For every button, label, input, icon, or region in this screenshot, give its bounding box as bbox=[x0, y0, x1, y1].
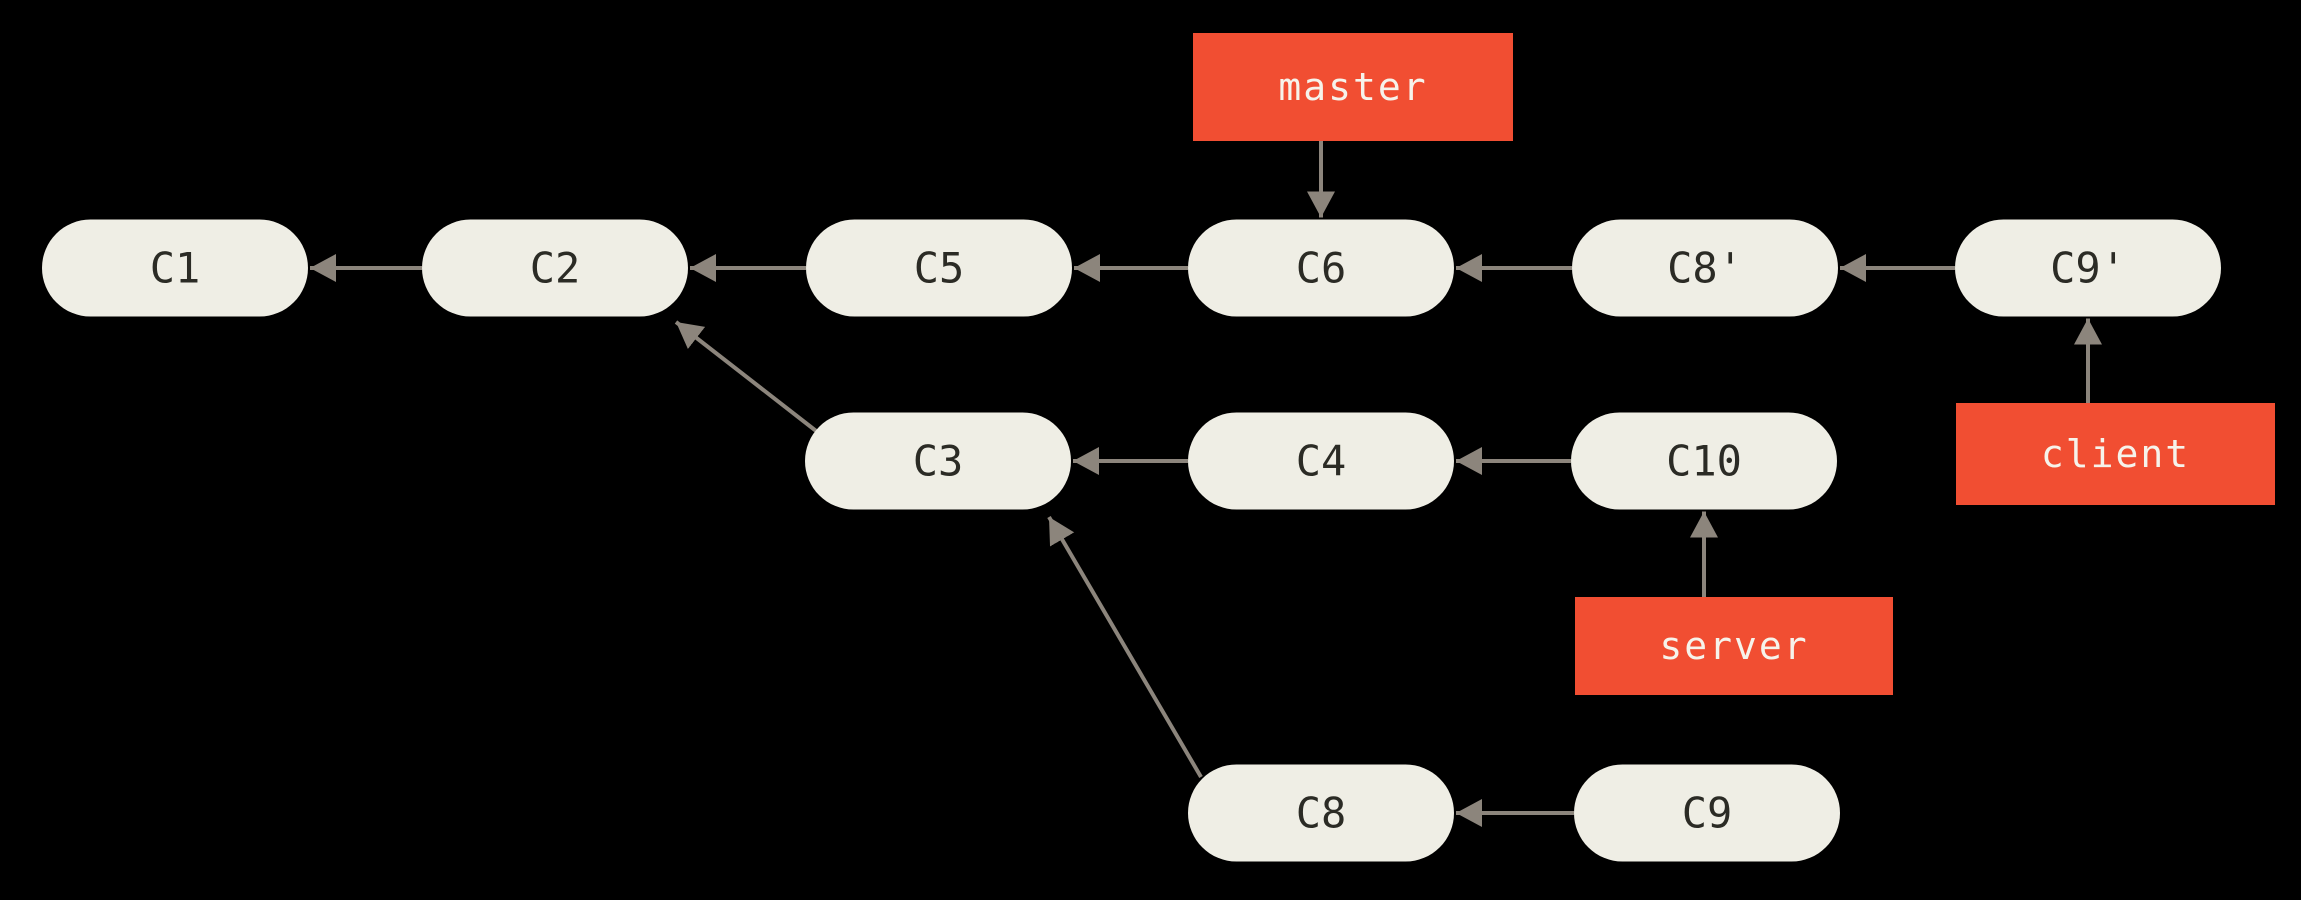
branch-label-client: client bbox=[1956, 403, 2275, 505]
commit-label: C9' bbox=[2050, 244, 2126, 293]
commit-label: C9 bbox=[1682, 789, 1733, 838]
commit-label: C6 bbox=[1296, 244, 1347, 293]
commit-label: C4 bbox=[1296, 437, 1347, 486]
branch-name: client bbox=[2041, 432, 2190, 476]
branch-name: master bbox=[1278, 65, 1427, 109]
commit-pill bbox=[805, 412, 1071, 510]
commit-pill bbox=[42, 219, 308, 317]
commit-pill bbox=[1571, 412, 1837, 510]
commit-node-C5: C5 bbox=[806, 219, 1072, 317]
commit-node-C1: C1 bbox=[42, 219, 308, 317]
commit-node-C9p: C9' bbox=[1955, 219, 2221, 317]
commit-node-C6: C6 bbox=[1188, 219, 1454, 317]
commit-pill bbox=[806, 219, 1072, 317]
commit-node-C3: C3 bbox=[805, 412, 1071, 510]
commit-node-C2: C2 bbox=[422, 219, 688, 317]
commit-label: C8' bbox=[1667, 244, 1743, 293]
edge-C8-to-C3 bbox=[1047, 515, 1203, 779]
commit-pill bbox=[1188, 219, 1454, 317]
commit-pill bbox=[1955, 219, 2221, 317]
commit-label: C5 bbox=[914, 244, 965, 293]
branch-box bbox=[1575, 597, 1893, 695]
commit-node-C8: C8 bbox=[1188, 764, 1454, 862]
commit-label: C1 bbox=[150, 244, 201, 293]
branch-label-server: server bbox=[1575, 597, 1893, 695]
branch-box bbox=[1193, 33, 1513, 141]
commit-label: C8 bbox=[1296, 789, 1347, 838]
commit-node-C4: C4 bbox=[1188, 412, 1454, 510]
commit-pill bbox=[1188, 412, 1454, 510]
commit-label: C10 bbox=[1666, 437, 1742, 486]
commit-pill bbox=[1188, 764, 1454, 862]
commit-pill bbox=[1572, 219, 1838, 317]
commit-label: C3 bbox=[913, 437, 964, 486]
branch-name: server bbox=[1659, 624, 1808, 668]
branch-box bbox=[1956, 403, 2275, 505]
edge-C3-to-C2 bbox=[674, 320, 822, 436]
commit-pill bbox=[1574, 764, 1840, 862]
commit-label: C2 bbox=[530, 244, 581, 293]
branch-label-master: master bbox=[1193, 33, 1513, 141]
commit-node-C8p: C8' bbox=[1572, 219, 1838, 317]
commit-node-C10: C10 bbox=[1571, 412, 1837, 510]
commit-node-C9: C9 bbox=[1574, 764, 1840, 862]
commit-pill bbox=[422, 219, 688, 317]
